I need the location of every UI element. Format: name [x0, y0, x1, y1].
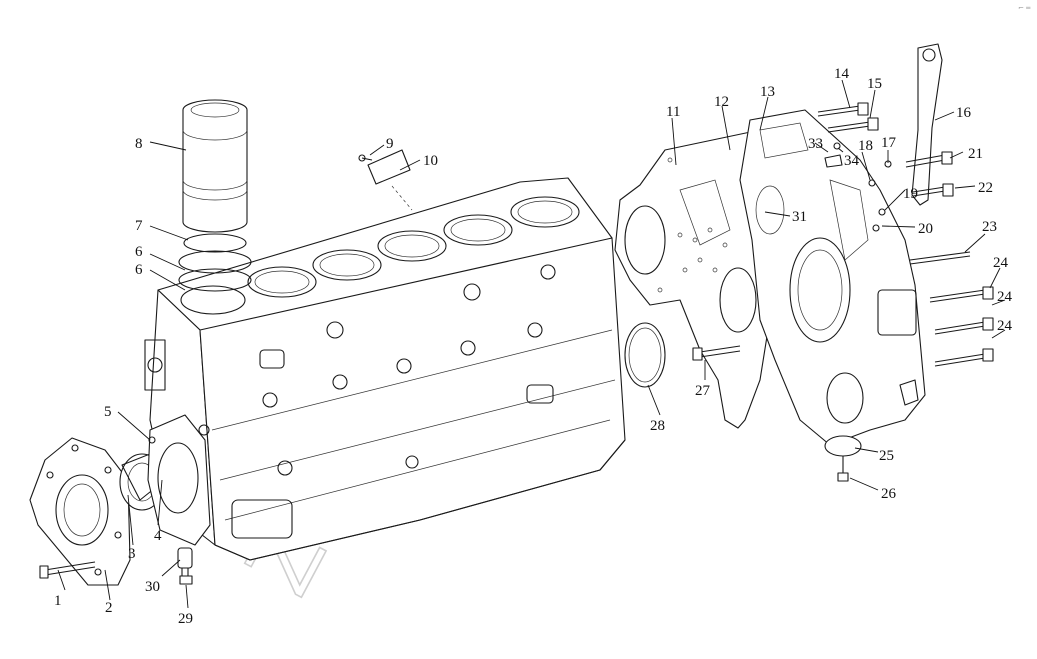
callout-11: 11: [666, 104, 680, 120]
callout-25: 25: [879, 448, 894, 464]
bolts-21-22: [905, 151, 954, 197]
callout-19: 19: [903, 186, 918, 202]
block-ports: [198, 264, 556, 539]
callout-labels: 1 2 3 4 5 6 6 7 8 9 10 11 12 13 14 15 16…: [54, 66, 1013, 627]
cylinder-block: [144, 177, 626, 561]
callout-3: 3: [128, 546, 136, 562]
callout-30: 30: [145, 579, 160, 595]
bolt-27: [692, 345, 741, 361]
rear-seal-housing: [29, 437, 131, 586]
callout-22: 22: [978, 180, 993, 196]
callout-13: 13: [760, 84, 775, 100]
callout-27: 27: [695, 383, 711, 399]
callout-33: 33: [808, 136, 823, 152]
leader-lines: [57, 79, 1006, 609]
callout-9: 9: [386, 136, 394, 152]
callout-15: 15: [867, 76, 882, 92]
seal-ring: [624, 322, 666, 388]
callout-6b: 6: [135, 262, 143, 278]
cover-plate: [358, 149, 413, 211]
long-bolts: [909, 251, 994, 367]
callout-5: 5: [104, 404, 112, 420]
callout-12: 12: [714, 94, 729, 110]
callout-31: 31: [792, 209, 807, 225]
callout-34: 34: [844, 153, 860, 169]
callout-17: 17: [881, 135, 897, 151]
callout-23: 23: [982, 219, 997, 235]
front-gear-housing: [739, 109, 926, 446]
callout-28: 28: [650, 418, 665, 434]
lifting-bracket: [911, 43, 943, 206]
callout-2: 2: [105, 600, 113, 616]
callout-20: 20: [918, 221, 933, 237]
corner-mark-icon: ⌐ ═: [1018, 4, 1031, 12]
callout-1: 1: [54, 593, 62, 609]
callout-18: 18: [858, 138, 873, 154]
o-rings: [178, 233, 252, 292]
callout-26: 26: [881, 486, 897, 502]
flywheel-housing-plate: [147, 414, 211, 546]
oval-cover: [824, 435, 862, 482]
sensor: [177, 547, 193, 585]
cylinder-liner: [182, 99, 248, 233]
plate-holes: [657, 137, 753, 293]
bolts-14-15: [817, 102, 879, 133]
cylinder-bores: [180, 196, 580, 315]
callout-6a: 6: [135, 244, 143, 260]
callout-24b: 24: [997, 289, 1013, 305]
callout-4: 4: [154, 528, 162, 544]
callout-21: 21: [968, 146, 983, 162]
callout-24c: 24: [997, 318, 1013, 334]
callout-10: 10: [423, 153, 438, 169]
callout-14: 14: [834, 66, 850, 82]
callout-29: 29: [178, 611, 193, 627]
callout-7: 7: [135, 218, 143, 234]
callout-16: 16: [956, 105, 972, 121]
callout-8: 8: [135, 136, 143, 152]
callout-24a: 24: [993, 255, 1009, 271]
